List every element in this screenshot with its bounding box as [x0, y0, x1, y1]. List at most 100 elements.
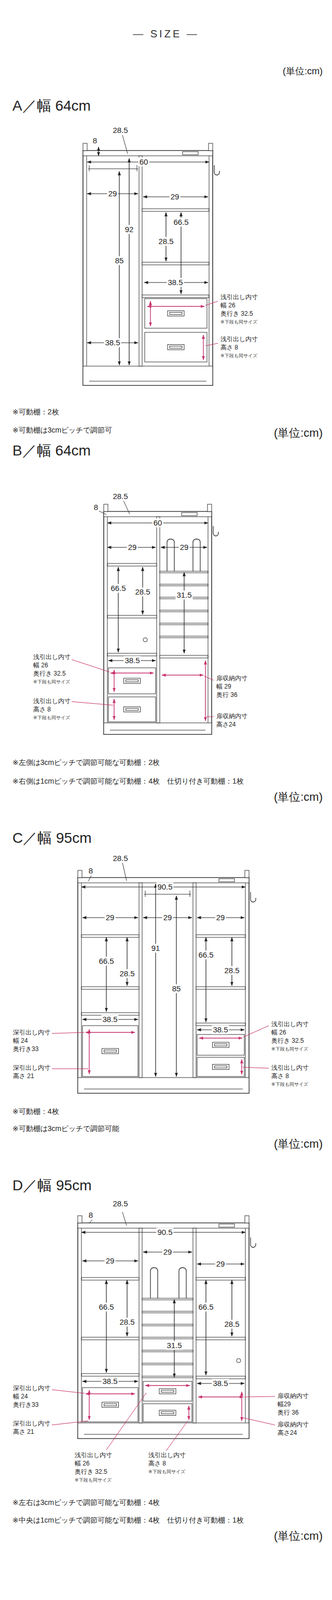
callout-text: 奥行き33 [12, 1044, 39, 1053]
unit-note: (単位:cm) [273, 425, 323, 439]
note-text: ※右側は1cmピッチで調節可能な可動棚：4枚 仕切り付き可動棚：1枚 [12, 776, 244, 785]
leader-line [86, 155, 88, 366]
dimension-value: 28.5 [118, 1316, 136, 1325]
callout-text: 扉収納内寸 [215, 712, 248, 720]
drawer-handle [102, 1047, 119, 1053]
dimension-arrow [118, 171, 120, 365]
dimension-value: 60 [152, 517, 164, 527]
lock-symbol [143, 637, 148, 642]
leader-line [89, 380, 207, 382]
leader-line [106, 1391, 147, 1449]
drawer [108, 667, 156, 694]
dimension-arrow [110, 671, 154, 673]
hook [250, 1236, 256, 1247]
leader-line [243, 1024, 269, 1036]
drawer [82, 1024, 138, 1076]
callout-note: ※下段も同サイズ [270, 1080, 309, 1086]
dimension-value: 85 [171, 983, 183, 992]
leader-line [205, 300, 218, 306]
leader-line [51, 1067, 89, 1069]
dimension-arrow [126, 1278, 128, 1335]
note-text: ※左側は3cmピッチで調節可能な可動棚：2枚 [12, 757, 160, 766]
callout-note: ※下段も同サイズ [270, 1045, 309, 1051]
cabinet-body [103, 510, 212, 734]
callout-note: ※下段も同サイズ [32, 714, 71, 720]
shelf [142, 1335, 193, 1338]
callout-text: 浅引出し内寸 [32, 653, 72, 661]
dimension-value: 38.5 [103, 337, 121, 347]
dimension-arrow [98, 146, 99, 156]
leader-line [122, 861, 127, 880]
dimension-value: 66.5 [97, 955, 115, 965]
dimension-arrow [231, 936, 232, 985]
leader-line [51, 1031, 85, 1033]
dimension-value: 8 [92, 502, 100, 511]
section-heading: D／幅 95cm [12, 1176, 92, 1193]
leader-line [122, 1210, 127, 1225]
dimension-arrow [147, 305, 205, 307]
drawer-handle [123, 706, 141, 712]
dimension-value: 31.5 [175, 589, 193, 599]
shelf [81, 1276, 140, 1279]
dimension-value: 92 [123, 224, 135, 234]
shelf [196, 933, 246, 937]
dimension-value: 28.5 [157, 236, 175, 246]
drawer-handle [161, 1410, 174, 1413]
shelf [142, 1361, 193, 1364]
dimension-value: 28.5 [111, 125, 129, 135]
shelf [142, 1309, 193, 1312]
leader-line [209, 155, 210, 366]
shelf [142, 1322, 193, 1325]
drawer [144, 332, 207, 362]
base-plinth [103, 722, 212, 734]
dimension-arrow [198, 1394, 244, 1396]
shelf [142, 1348, 193, 1351]
cabinet-body [77, 876, 249, 1092]
callout-text: 扉収納内寸 [215, 674, 248, 682]
leader-line [122, 134, 128, 154]
drawer [143, 1379, 192, 1400]
leader-line [123, 500, 130, 514]
leader-line [81, 881, 82, 1077]
dimension-arrow [126, 936, 128, 985]
base-plinth [77, 1076, 249, 1092]
callout-text: 奥行き33 [12, 1400, 39, 1408]
callout-text: 奥行き 32.5 [270, 1036, 305, 1044]
unit-note: (単位:cm) [282, 65, 323, 77]
leader-line [88, 874, 92, 881]
divider-bar [178, 1266, 187, 1297]
shelf [81, 985, 140, 989]
drawer-handle [126, 707, 139, 710]
callout-note: ※下段も同サイズ [147, 1467, 186, 1473]
callout-note: ※下段も同サイズ [219, 352, 258, 358]
dimension-value: 66.5 [197, 949, 215, 959]
callout-text: 奥行き 32.5 [219, 310, 254, 318]
dimension-arrow [204, 659, 206, 721]
dimension-value: 38.5 [101, 1013, 119, 1023]
dimension-value: 91 [150, 942, 162, 952]
callout-text: 浅引出し内寸 [219, 293, 259, 301]
drawer-handle [169, 346, 183, 349]
shelf [81, 933, 140, 937]
divider [139, 155, 143, 366]
divider [156, 516, 160, 723]
drawer-handle [212, 1041, 230, 1047]
dimension-arrow [161, 673, 204, 675]
dimension-arrow [113, 698, 115, 719]
outlet [218, 877, 235, 881]
callout-text: 浅引出し内寸 [270, 1019, 310, 1028]
cabinet-body [77, 1221, 249, 1437]
dimension-value: 28.5 [111, 491, 129, 501]
hook [213, 525, 219, 536]
unit-note: (単位:cm) [273, 789, 323, 803]
lock-symbol [236, 1357, 241, 1362]
outlet [182, 151, 199, 155]
callout-text: 幅 26 [74, 1458, 91, 1466]
dimension-arrow [85, 1030, 135, 1032]
callout-text: 深引出し内寸 [12, 1383, 51, 1391]
leader-line [242, 1066, 269, 1068]
dimension-arrow [117, 566, 119, 652]
callout-text: 浅引出し内寸 [219, 335, 259, 343]
